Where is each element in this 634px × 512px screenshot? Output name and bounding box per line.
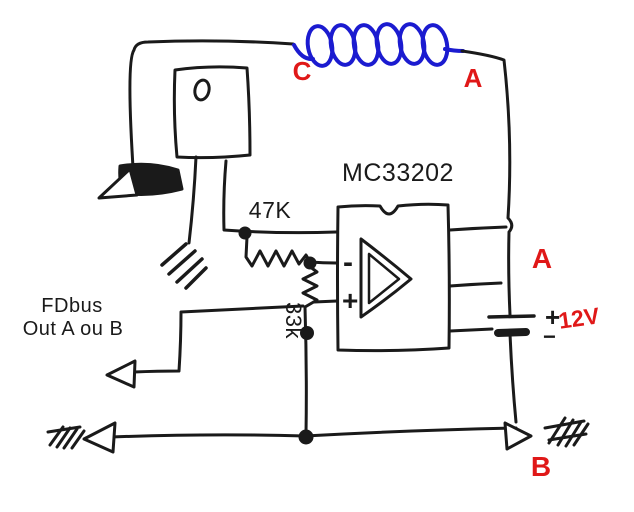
junction-dot bbox=[238, 226, 252, 240]
terminal-a-top-label: A bbox=[464, 63, 483, 93]
ground-symbol-bottom-left bbox=[46, 425, 86, 450]
junction-dot bbox=[300, 326, 314, 340]
ink-layer bbox=[46, 22, 590, 454]
connector-arrow-fdbus-icon bbox=[105, 359, 137, 389]
coil-loop bbox=[420, 23, 450, 67]
right-rail-lower bbox=[508, 332, 518, 424]
ic-label: MC33202 bbox=[342, 159, 454, 187]
resistor-47k-label: 47K bbox=[249, 197, 292, 223]
opamp-inverting-label: - bbox=[343, 246, 353, 279]
opamp-noninverting-label: + bbox=[342, 285, 358, 316]
connector-arrow-bottom-left-icon bbox=[82, 421, 117, 454]
opamp-body bbox=[336, 202, 451, 353]
coil-lead-right bbox=[443, 47, 465, 53]
connector-arrow-left-icon bbox=[97, 167, 139, 200]
terminal-c-label: C bbox=[293, 56, 312, 86]
inductor-coil bbox=[292, 22, 465, 68]
opamp-plus-input-stub bbox=[312, 299, 339, 304]
wire-47k-node bbox=[222, 159, 338, 235]
junction-dot bbox=[298, 429, 314, 445]
battery-plus-sign: + bbox=[545, 302, 560, 332]
top-wire bbox=[128, 39, 295, 170]
ground-symbol-bottom-right bbox=[543, 416, 590, 448]
wire-33k-vertical bbox=[303, 305, 308, 436]
resistor-33k-zigzag bbox=[301, 264, 319, 309]
terminal-b-label: B bbox=[531, 451, 551, 482]
opamp-stub-middle bbox=[448, 281, 503, 288]
fdbus-label-line1: FDbus bbox=[41, 295, 102, 317]
resistor-47k-zigzag bbox=[244, 235, 338, 268]
connector-arrow-bottom-right-icon bbox=[503, 421, 533, 451]
component-box bbox=[172, 65, 252, 160]
component-window bbox=[193, 78, 211, 102]
battery-plate-negative bbox=[494, 328, 530, 337]
battery-minus-sign: − bbox=[543, 324, 556, 349]
right-rail-upper bbox=[460, 49, 514, 317]
fdbus-label-line2: Out A ou B bbox=[23, 318, 124, 340]
opamp-stub-bottom bbox=[448, 327, 494, 333]
battery-plate-positive bbox=[487, 314, 536, 319]
opamp-stub-top bbox=[448, 225, 508, 232]
ground-symbol-component bbox=[160, 242, 208, 290]
junction-dot bbox=[303, 256, 317, 270]
opamp-triangle bbox=[359, 237, 413, 319]
component-ground-lead bbox=[187, 155, 198, 245]
opamp-triangle-inner bbox=[367, 252, 401, 305]
label-layer: MC33202 47K 33k FDbus Out A ou B C A A B… bbox=[23, 56, 602, 482]
battery-voltage-label: 12V bbox=[557, 302, 602, 334]
terminal-a-right-label: A bbox=[532, 243, 552, 274]
opamp-sketch-line bbox=[366, 299, 385, 314]
fdbus-wire bbox=[132, 304, 305, 374]
battery-symbol bbox=[487, 314, 536, 337]
resistor-33k-label: 33k bbox=[281, 302, 306, 339]
